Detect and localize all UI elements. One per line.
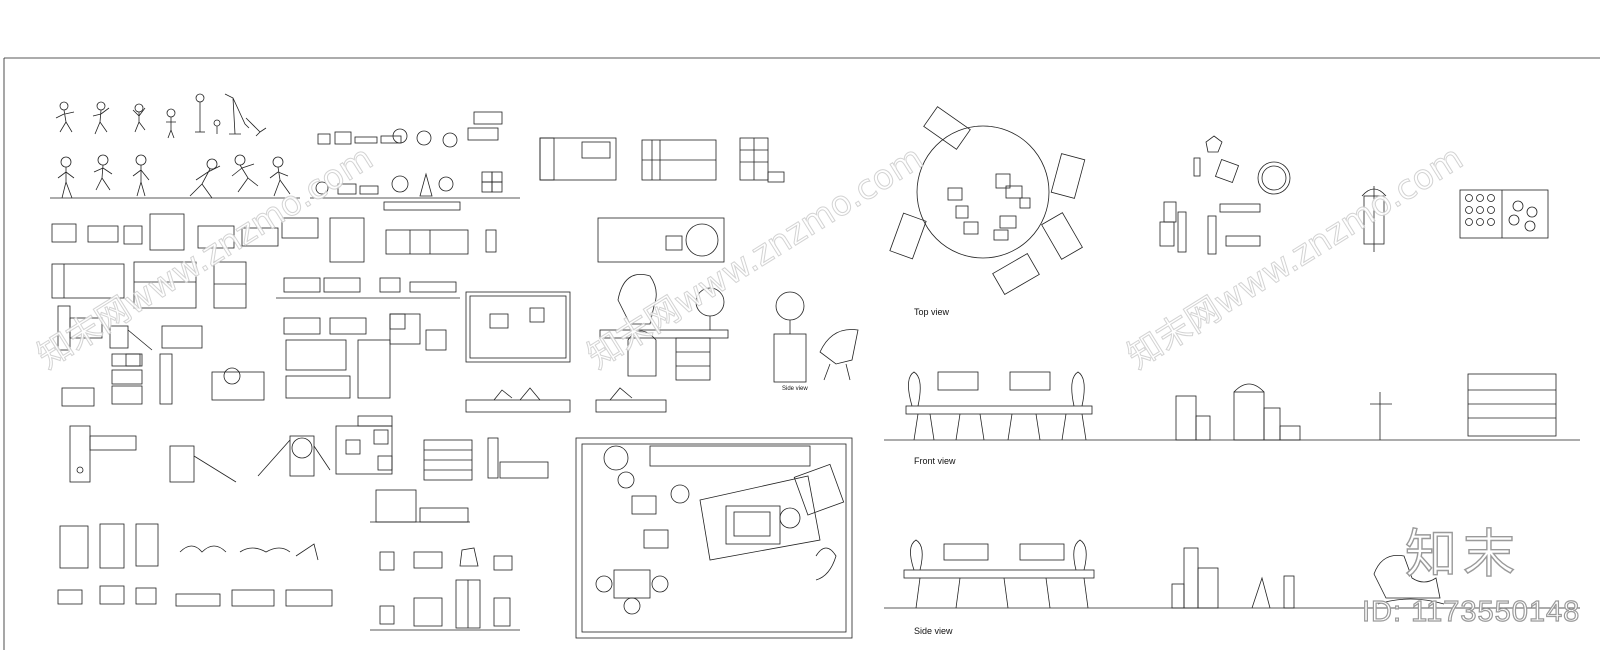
top-view-label: Top view: [914, 307, 950, 317]
horse-and-storage-top: [1361, 186, 1549, 252]
sheet-border: [3, 57, 1600, 650]
side-view-label: Side view: [914, 626, 953, 636]
brand-watermark-id: ID: 1173550148: [1361, 595, 1581, 628]
front-view-label: Front view: [914, 456, 956, 466]
blocks-top-view: [1159, 135, 1291, 255]
children-figures-group: [50, 93, 300, 199]
side-view-row: [884, 539, 1580, 609]
round-table-top-view: [889, 106, 1086, 295]
playground-group: [69, 415, 549, 523]
bunk-beds-group: [539, 137, 785, 183]
brand-watermark-logo: 知末: [1404, 524, 1522, 585]
toys-group: [310, 111, 520, 211]
beds-furniture-group: [51, 213, 497, 309]
center-desk-group: [465, 217, 859, 413]
play-items-group: [57, 305, 447, 407]
front-view-row: [884, 371, 1580, 441]
side-view-small-label: Side view: [782, 386, 808, 392]
bottom-beds-group: [57, 523, 520, 631]
room-plan-group: [575, 437, 853, 639]
